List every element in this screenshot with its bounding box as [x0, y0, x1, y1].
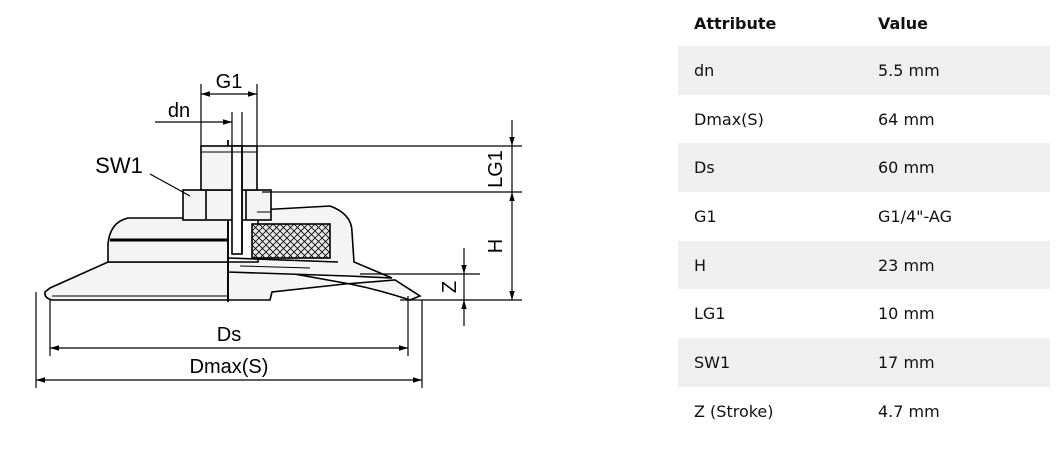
value-cell: 60 mm	[862, 143, 1050, 193]
value-cell: G1/4"-AG	[862, 192, 1050, 241]
table-row: LG1 10 mm	[678, 289, 1050, 339]
section-view	[227, 205, 422, 301]
dimension-lines	[35, 84, 522, 388]
attribute-cell: dn	[678, 46, 862, 95]
value-cell: 5.5 mm	[862, 46, 1050, 95]
table-row: H 23 mm	[678, 240, 1050, 290]
value-cell: 64 mm	[862, 94, 1050, 144]
bore-dn	[231, 145, 243, 255]
hatched-insert	[251, 223, 331, 259]
value-cell: 23 mm	[862, 240, 1050, 290]
label-z: Z	[439, 281, 461, 293]
table-header-row: Attribute Value	[678, 0, 1050, 46]
label-g1: G1	[216, 71, 243, 93]
thread-g1	[200, 145, 258, 191]
suction-cup-technical-drawing: G1 dn SW1 LG1 H Z Ds Dmax(S)	[35, 71, 522, 388]
value-cell: 17 mm	[862, 338, 1050, 387]
column-header-value: Value	[878, 13, 929, 33]
label-dmax: Dmax(S)	[190, 356, 269, 378]
attribute-cell: G1	[678, 192, 862, 241]
table-row: Z (Stroke) 4.7 mm	[678, 386, 1050, 436]
column-header-attribute: Attribute	[694, 13, 777, 33]
fitting	[182, 145, 272, 255]
label-sw1: SW1	[95, 153, 143, 178]
table-row: SW1 17 mm	[678, 338, 1050, 387]
label-h: H	[485, 239, 507, 253]
attribute-cell: H	[678, 240, 862, 290]
suction-cup-body	[44, 217, 229, 301]
value-cell: 10 mm	[862, 289, 1050, 339]
table-row: Dmax(S) 64 mm	[678, 94, 1050, 144]
attribute-cell: SW1	[678, 338, 862, 387]
attribute-cell: LG1	[678, 289, 862, 339]
attribute-cell: Z (Stroke)	[678, 386, 862, 436]
label-dn: dn	[168, 100, 190, 122]
specification-table: Attribute Value dn 5.5 mm Dmax(S) 64 mm …	[678, 0, 1050, 436]
attribute-cell: Dmax(S)	[678, 94, 862, 144]
table-row: dn 5.5 mm	[678, 46, 1050, 95]
label-lg1: LG1	[485, 150, 507, 188]
value-cell: 4.7 mm	[862, 386, 1050, 436]
table-row: Ds 60 mm	[678, 143, 1050, 193]
hex-nut	[182, 189, 272, 221]
table-row: G1 G1/4"-AG	[678, 192, 1050, 241]
attribute-cell: Ds	[678, 143, 862, 193]
label-ds: Ds	[217, 324, 241, 346]
